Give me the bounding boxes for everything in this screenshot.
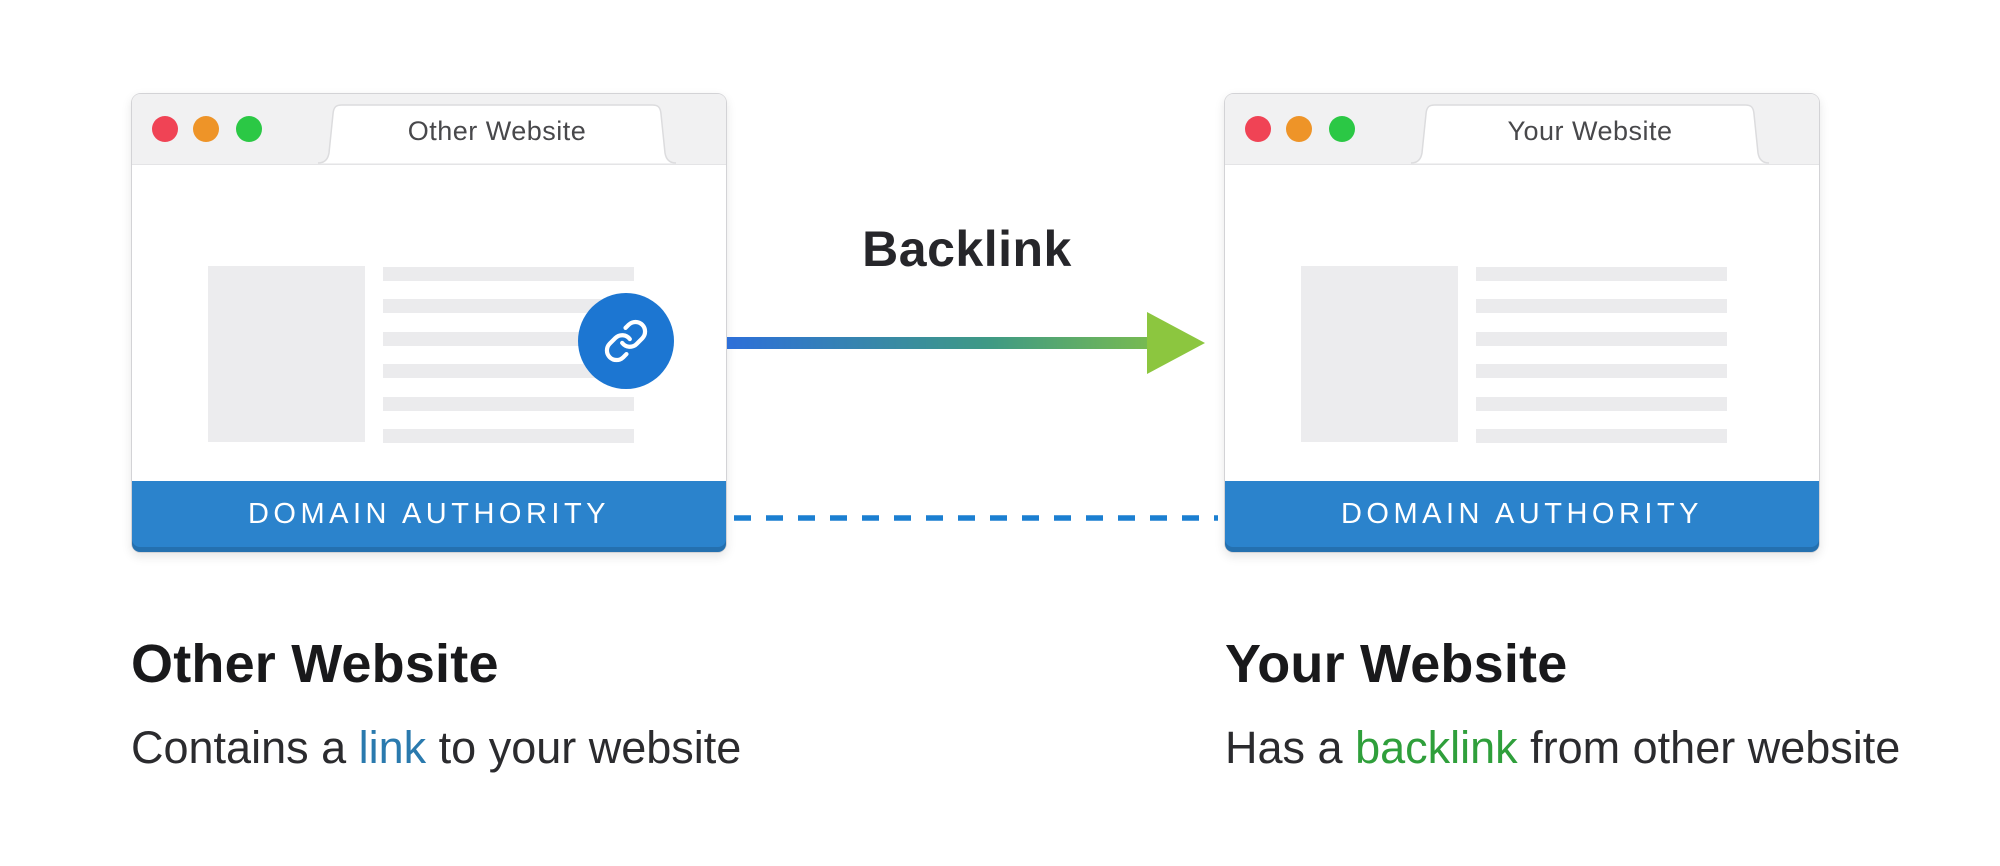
content-text-lines [1476,267,1727,443]
tab-title: Your Website [1507,115,1673,146]
content-text-line [1476,299,1727,314]
content-text-line [383,396,634,411]
content-image-placeholder [208,266,365,442]
link-badge [578,293,674,389]
your-website-window: Your Website DOMAIN AUTHORITY [1224,93,1820,553]
content-text-line [383,428,634,443]
backlink-arrow-icon [727,312,1205,374]
link-highlight: link [358,722,427,773]
tab-title: Other Website [407,115,587,146]
content-text-line [383,299,634,314]
chain-link-icon [604,319,648,363]
backlink-label: Backlink [862,221,1072,277]
content-text-line [383,364,634,379]
caption-text: Contains a [131,722,359,773]
caption-text: to your website [426,722,742,773]
content-image-placeholder [1301,266,1458,442]
traffic-light-red-icon [152,116,178,142]
caption-description-your: Has a backlink from other website [1225,722,1900,774]
browser-tab-shape [1411,104,1769,164]
backlink-highlight: backlink [1355,722,1518,773]
caption-title-other: Other Website [131,634,499,694]
domain-authority-dashed-connector [734,515,1218,521]
content-text-line [1476,267,1727,281]
caption-text: from other website [1517,722,1901,773]
content-text-line [1476,331,1727,346]
content-text-line [383,267,634,281]
traffic-light-red-icon [1245,116,1271,142]
content-text-line [1476,396,1727,411]
caption-text: Has a [1225,722,1356,773]
caption-title-your: Your Website [1225,634,1568,694]
content-text-line [1476,364,1727,379]
traffic-light-green-icon [1329,116,1355,142]
traffic-light-green-icon [236,116,262,142]
traffic-light-orange-icon [1286,116,1312,142]
domain-authority-bar: DOMAIN AUTHORITY [132,481,726,552]
caption-description-other: Contains a link to your website [131,722,741,774]
content-text-line [383,331,634,346]
content-text-lines [383,267,634,443]
domain-authority-label: DOMAIN AUTHORITY [1340,498,1703,530]
traffic-light-orange-icon [193,116,219,142]
domain-authority-bar: DOMAIN AUTHORITY [1225,481,1819,552]
content-text-line [1476,428,1727,443]
domain-authority-label: DOMAIN AUTHORITY [247,498,610,530]
browser-tab-shape [318,104,676,164]
other-website-window: Other Website DOMAIN AUTHORITY [131,93,727,553]
